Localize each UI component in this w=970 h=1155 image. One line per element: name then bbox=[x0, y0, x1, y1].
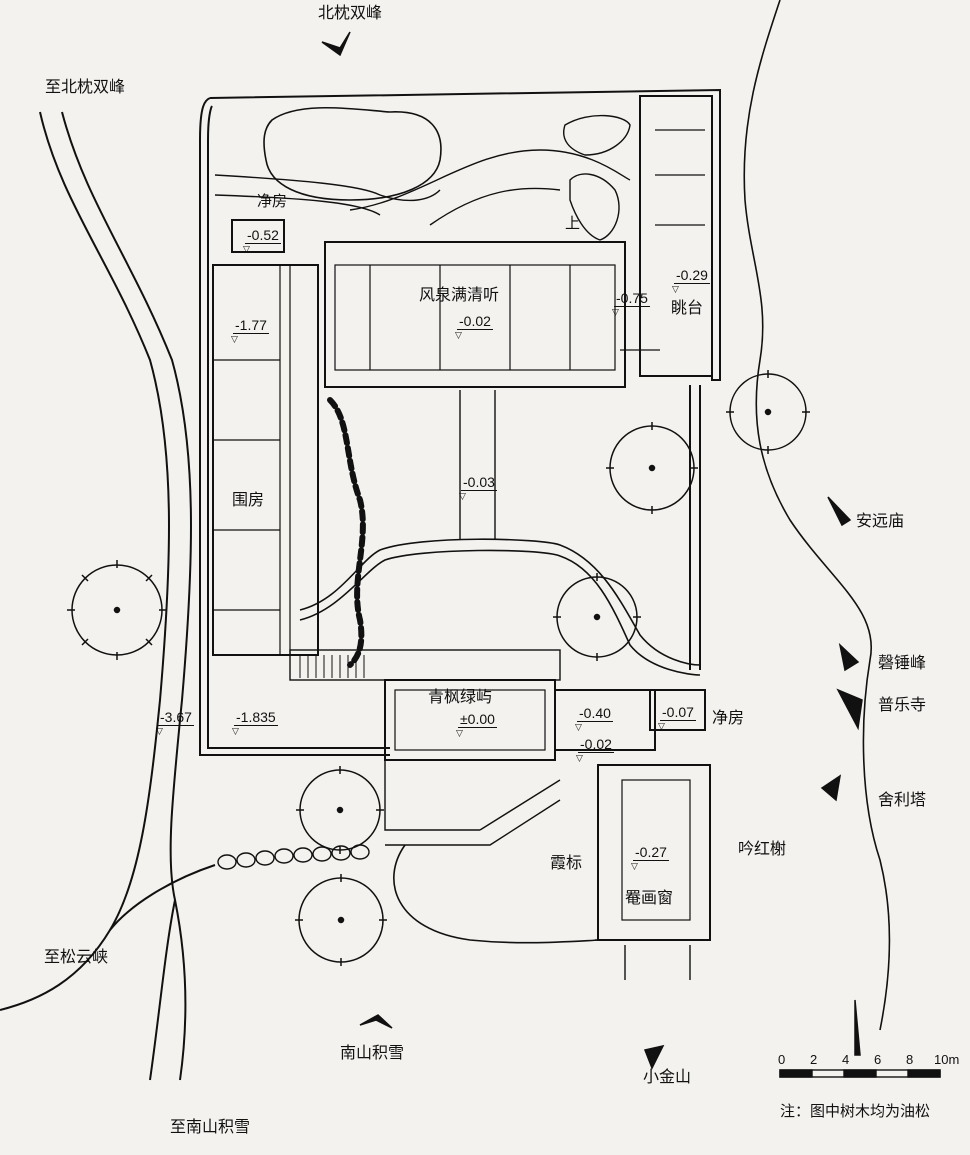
arrow-panchui bbox=[838, 642, 860, 672]
tree bbox=[295, 874, 387, 966]
elevation-marker: -3.67 bbox=[156, 710, 194, 736]
label-to-songyun: 至松云峡 bbox=[44, 949, 109, 966]
label-to-north: 至北枕双峰 bbox=[45, 79, 126, 96]
scale-tick-label: 8 bbox=[906, 1052, 914, 1067]
south-hall bbox=[289, 649, 561, 761]
main-hall bbox=[324, 241, 626, 388]
label-jingfang-top: 净房 bbox=[257, 193, 288, 210]
label-note: 注：图中树木均为油松 bbox=[780, 1103, 931, 1120]
tree bbox=[606, 422, 698, 514]
label-weifang: 围房 bbox=[232, 492, 265, 509]
arrow-north bbox=[321, 31, 351, 57]
jingfang-top bbox=[231, 219, 285, 253]
scale-tick-label: 0 bbox=[778, 1052, 786, 1067]
label-hall: 风泉满清听 bbox=[419, 287, 500, 304]
elevation-marker: -0.07 bbox=[658, 705, 696, 731]
label-pule: 普乐寺 bbox=[878, 697, 927, 714]
arrow-xiaojin bbox=[643, 1044, 665, 1070]
tiaotai bbox=[620, 95, 713, 377]
elevation-marker: ±0.00 bbox=[456, 712, 497, 738]
weifang bbox=[212, 264, 319, 656]
tree bbox=[296, 766, 384, 854]
view-arrows bbox=[321, 31, 863, 1070]
label-bahuachuang: 罨画窗 bbox=[625, 890, 674, 907]
elevation-marker: -0.75 bbox=[612, 291, 650, 317]
label-qingfeng: 青枫绿屿 bbox=[428, 689, 493, 706]
yinhongshu bbox=[597, 764, 711, 941]
label-xiaojinshan: 小金山 bbox=[643, 1069, 692, 1086]
arrow-nanshan bbox=[359, 1014, 393, 1029]
label-up: 上 bbox=[565, 215, 581, 232]
label-yinhongshu: 吟红榭 bbox=[738, 841, 787, 858]
label-anyuan: 安远庙 bbox=[856, 513, 905, 530]
tree bbox=[553, 573, 641, 661]
tree bbox=[726, 370, 810, 454]
elevation-marker: -1.77 bbox=[231, 318, 269, 344]
label-shelita: 舍利塔 bbox=[878, 792, 927, 809]
label-to-nanshan: 至南山积雪 bbox=[170, 1119, 251, 1136]
north-pond bbox=[263, 106, 442, 201]
tree bbox=[67, 560, 167, 660]
elevation-marker: -0.02 bbox=[576, 737, 614, 763]
rock-line bbox=[327, 397, 366, 668]
elevation-marker: -0.02 bbox=[455, 314, 493, 340]
label-nanshan: 南山积雪 bbox=[340, 1045, 405, 1062]
north-arrow bbox=[854, 999, 861, 1056]
arrow-anyuan bbox=[827, 496, 852, 527]
elevation-marker: -0.29 bbox=[672, 268, 710, 294]
stepping-stones bbox=[217, 844, 370, 870]
elevation-marker: -0.52 bbox=[243, 228, 281, 254]
arrow-shelita bbox=[820, 774, 842, 802]
stairs bbox=[299, 655, 365, 678]
elevation-marker: -0.40 bbox=[575, 706, 613, 732]
scale-bar bbox=[779, 1069, 941, 1078]
trees bbox=[67, 370, 810, 966]
east-stream bbox=[743, 0, 891, 1031]
west-road bbox=[0, 111, 170, 1011]
label-panchui: 磬锤峰 bbox=[878, 655, 927, 672]
label-jingfang-right: 净房 bbox=[712, 710, 745, 727]
scale-tick-label: 2 bbox=[810, 1052, 818, 1067]
arrow-pule bbox=[836, 688, 863, 731]
label-north-view: 北枕双峰 bbox=[318, 5, 383, 22]
elevation-marker: -1.835 bbox=[232, 710, 278, 736]
scale-tick-label: 4 bbox=[842, 1052, 850, 1067]
scale-tick-label: 10m bbox=[934, 1052, 960, 1067]
label-tiaotai: 眺台 bbox=[671, 300, 704, 317]
elevation-marker: -0.03 bbox=[459, 475, 497, 501]
scale-tick-label: 6 bbox=[874, 1052, 882, 1067]
label-xiabiao: 霞标 bbox=[550, 855, 583, 872]
elevation-marker: -0.27 bbox=[631, 845, 669, 871]
